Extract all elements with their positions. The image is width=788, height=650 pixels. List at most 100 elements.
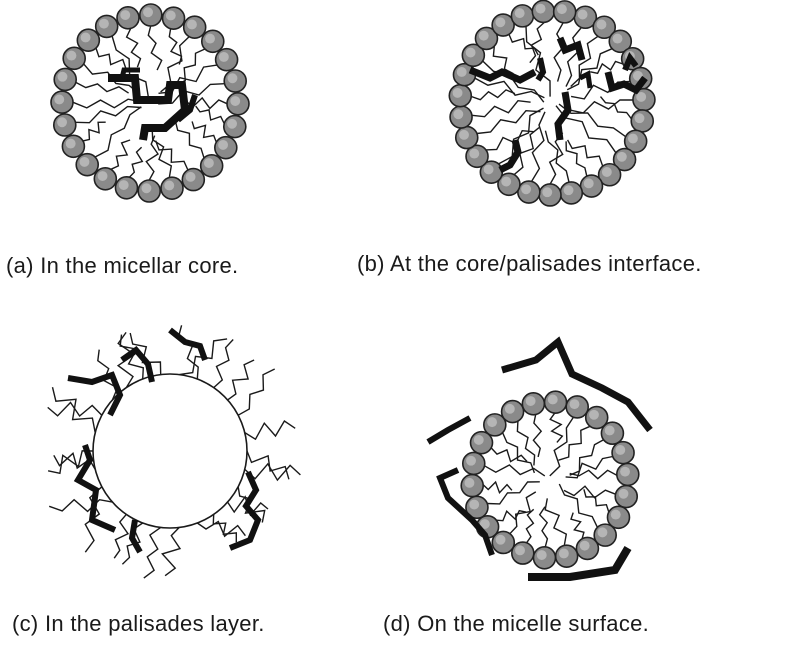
surfactant-head-highlight [620,467,630,477]
micelle-core-svg [40,0,280,210]
surfactant-tails [483,413,617,547]
surfactant-head-highlight [81,33,91,43]
surfactant-tail [192,121,216,142]
surfactant-tail [238,369,275,415]
surfactant-head-highlight [542,187,552,197]
caption-palisades-layer: (c) In the palisades layer. [12,611,265,637]
surfactant-tails [471,22,633,184]
surfactant-head-highlight [186,172,196,182]
surfactant-head-highlight [98,171,108,181]
surfactant-tail [214,340,234,388]
surfactant-head-highlight [611,510,621,520]
surfactant-head-highlight [466,456,476,466]
surfactant-tail [162,527,180,575]
surfactant-head-highlight [589,410,599,420]
surfactant-head-highlight [613,34,623,44]
surfactant-head-highlight [479,31,489,41]
surfactant-head-highlight [66,139,76,149]
surfactant-tail [483,482,512,493]
surfactant-tail [471,90,515,100]
surfactant-tail [550,413,562,442]
surfactant-head-highlight [166,11,176,21]
surfactant-head-highlight [465,478,475,488]
surfactant-head-highlight [459,130,469,140]
surfactant-head-highlight [501,177,511,187]
surfactant-head-highlight [205,34,215,44]
micelle-surface-svg [410,330,690,590]
surfactant-head-highlight [635,113,645,123]
surfactant-tail [532,112,545,182]
surfactant-heads [449,0,655,206]
surfactant-head-highlight [218,140,228,150]
surfactant-head-highlight [496,535,506,545]
surfactant-head-highlight [120,10,130,20]
surfactant-tail [491,448,527,462]
surfactant-head-highlight [564,185,574,195]
surfactant-head-highlight [521,184,531,194]
surfactant-head-highlight [204,158,214,168]
surfactant-head-highlight [66,51,76,61]
surfactant-tail [517,421,534,465]
surfactant-head-highlight [227,119,237,129]
surfactant-tail [49,500,112,512]
surfactant-head-highlight [469,149,479,159]
surfactant-tail [75,107,141,123]
surfactant-head-highlight [474,435,484,445]
surfactant-tail [472,101,531,117]
surfactant-head-highlight [453,109,463,119]
surfactant-head-highlight [605,426,615,436]
surfactant-tail [83,122,106,141]
surfactant-head-highlight [628,134,638,144]
surfactant-head-highlight [570,399,580,409]
surfactant-head-highlight [143,7,153,17]
surfactant-tail [213,514,236,542]
micelle-diagram-palisades [20,320,320,580]
surfactant-tail [550,417,574,476]
micelle-diagram-surface [410,330,690,590]
surfactant-head-highlight [526,396,536,406]
surfactant-head-highlight [580,541,590,551]
micelle-palisades-svg [20,320,320,580]
caption-micelle-surface: (d) On the micelle surface. [383,611,649,637]
surfactant-head-highlight [537,550,547,560]
surfactant-tail [129,147,142,177]
surfactant-head-highlight [597,527,607,537]
surfactant-head-highlight [615,445,625,455]
surfactant-tail [510,492,536,534]
surfactant-tail [570,440,604,475]
surfactant-tail [245,421,295,439]
surfactant-head-highlight [219,52,229,62]
surfactant-head-highlight [457,67,467,77]
surfactant-tail [570,100,633,113]
surfactant-head-highlight [228,73,238,83]
surfactant-head-highlight [584,178,594,188]
surfactant-head-highlight [57,117,67,127]
surfactant-tail [564,486,616,498]
surfactant-head-highlight [617,152,627,162]
surfactant-head-highlight [515,545,525,555]
surfactant-head-highlight [515,8,525,18]
surfactant-head-highlight [58,72,68,82]
surfactant-head-highlight [505,404,515,414]
surfactant-tail [545,498,566,545]
surfactant-tail [540,507,548,547]
surfactant-tail [496,511,526,521]
surfactant-head-highlight [619,489,629,499]
surfactant-tail [526,509,533,543]
surfactant-head-highlight [469,500,479,510]
surfactant-tail [550,133,563,184]
surfactant-tail [114,514,128,558]
surfactant-tail [584,489,609,512]
surfactant-head-highlight [484,164,494,174]
surfactant-tail [144,527,161,578]
caption-micellar-core: (a) In the micellar core. [6,253,238,279]
surfactant-head-highlight [548,394,558,404]
surfactant-head-highlight [536,4,546,14]
surfactant-tail [96,48,126,68]
surfactant-tail [590,62,623,74]
surfactant-head-highlight [557,4,567,14]
surfactant-head-highlight [466,48,476,58]
surfactant-head-highlight [453,88,463,98]
surfactant-head-highlight [164,181,174,191]
surfactant-head-highlight [99,19,109,29]
